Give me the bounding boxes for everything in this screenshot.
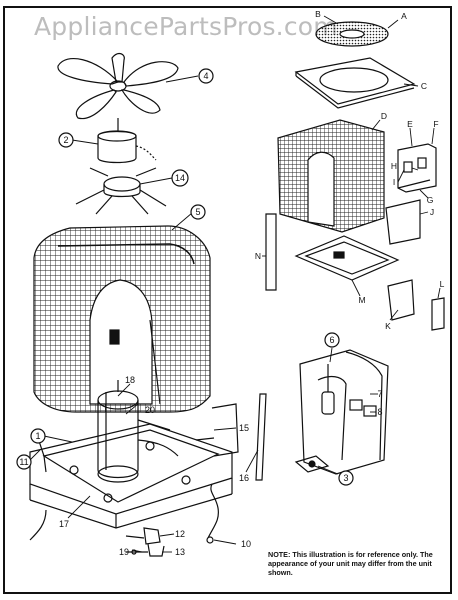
diagram-border — [3, 6, 452, 594]
control-cabinet — [294, 349, 389, 475]
watermark: AppliancePartsPros.com — [34, 12, 338, 41]
letter-F: F — [433, 119, 438, 129]
callout-15: 15 — [239, 423, 249, 433]
svg-text:19: 19 — [119, 547, 129, 557]
bracket — [211, 403, 239, 457]
svg-text:17: 17 — [59, 519, 69, 529]
letter-K: K — [385, 321, 391, 331]
callout-14: 14 — [171, 169, 189, 187]
svg-text:20: 20 — [145, 405, 155, 415]
callout-5: 5 — [190, 204, 206, 220]
fitting — [29, 509, 47, 541]
letter-C: C — [421, 81, 427, 91]
service-valves — [125, 527, 165, 557]
letter-I: I — [393, 177, 395, 187]
disclaimer-note: NOTE: This illustration is for reference… — [268, 550, 433, 577]
svg-text:14: 14 — [175, 173, 185, 183]
letter-G: G — [427, 195, 434, 205]
letter-callouts: B A C D E F H I G J N M K L — [255, 9, 445, 331]
svg-text:5: 5 — [195, 207, 200, 217]
letter-B: B — [315, 9, 321, 19]
svg-text:16: 16 — [239, 473, 249, 483]
callout-1: 1 — [30, 428, 46, 444]
motor-mount — [75, 167, 167, 215]
condenser-coil — [277, 119, 385, 233]
callout-3: 3 — [338, 470, 354, 486]
base-pan — [29, 423, 233, 529]
svg-text:6: 6 — [329, 335, 334, 345]
leader-lines — [29, 15, 441, 553]
callout-16: 16 — [239, 473, 249, 483]
svg-text:10: 10 — [241, 539, 251, 549]
fan-motor — [97, 118, 157, 164]
letter-L: L — [440, 279, 445, 289]
control-box — [397, 143, 437, 193]
wire-harness — [207, 483, 219, 539]
svg-text:8: 8 — [377, 407, 382, 417]
svg-text:3: 3 — [343, 473, 348, 483]
bracket-l — [431, 297, 445, 331]
callout-2: 2 — [58, 132, 74, 148]
callout-6: 6 — [324, 332, 340, 348]
letter-H: H — [391, 161, 397, 171]
svg-text:13: 13 — [175, 547, 185, 557]
svg-text:11: 11 — [19, 457, 28, 467]
svg-text:18: 18 — [125, 375, 135, 385]
svg-text:2: 2 — [63, 135, 68, 145]
top-panel — [294, 57, 416, 109]
side-panel — [265, 213, 277, 291]
letter-M: M — [358, 295, 365, 305]
access-panel — [385, 199, 421, 245]
callout-13: 13 — [175, 547, 185, 557]
outdoor-coil — [33, 225, 211, 413]
svg-text:7: 7 — [377, 389, 382, 399]
callout-8: 8 — [377, 407, 382, 417]
letter-J: J — [430, 207, 434, 217]
svg-text:12: 12 — [175, 529, 185, 539]
letter-D: D — [381, 111, 387, 121]
callouts: 4 2 14 5 1 11 15 16 17 18 20 19 12 13 10… — [16, 68, 383, 557]
callout-20: 20 — [145, 405, 155, 415]
letter-E: E — [407, 119, 413, 129]
support-rod — [255, 393, 267, 481]
callout-17: 17 — [59, 519, 69, 529]
corner-panel — [387, 279, 415, 321]
svg-text:15: 15 — [239, 423, 249, 433]
callout-10: 10 — [241, 539, 251, 549]
callout-11: 11 — [16, 454, 32, 470]
fan-blade — [57, 52, 179, 120]
callout-19: 19 — [119, 547, 129, 557]
callout-4: 4 — [198, 68, 214, 84]
letter-N: N — [255, 251, 261, 261]
callout-18: 18 — [125, 375, 135, 385]
callout-12: 12 — [175, 529, 185, 539]
fan-grille — [315, 21, 389, 47]
letter-A: A — [401, 11, 407, 21]
svg-text:4: 4 — [203, 71, 208, 81]
callout-7: 7 — [377, 389, 382, 399]
base-frame — [294, 235, 400, 281]
svg-text:1: 1 — [35, 431, 40, 441]
